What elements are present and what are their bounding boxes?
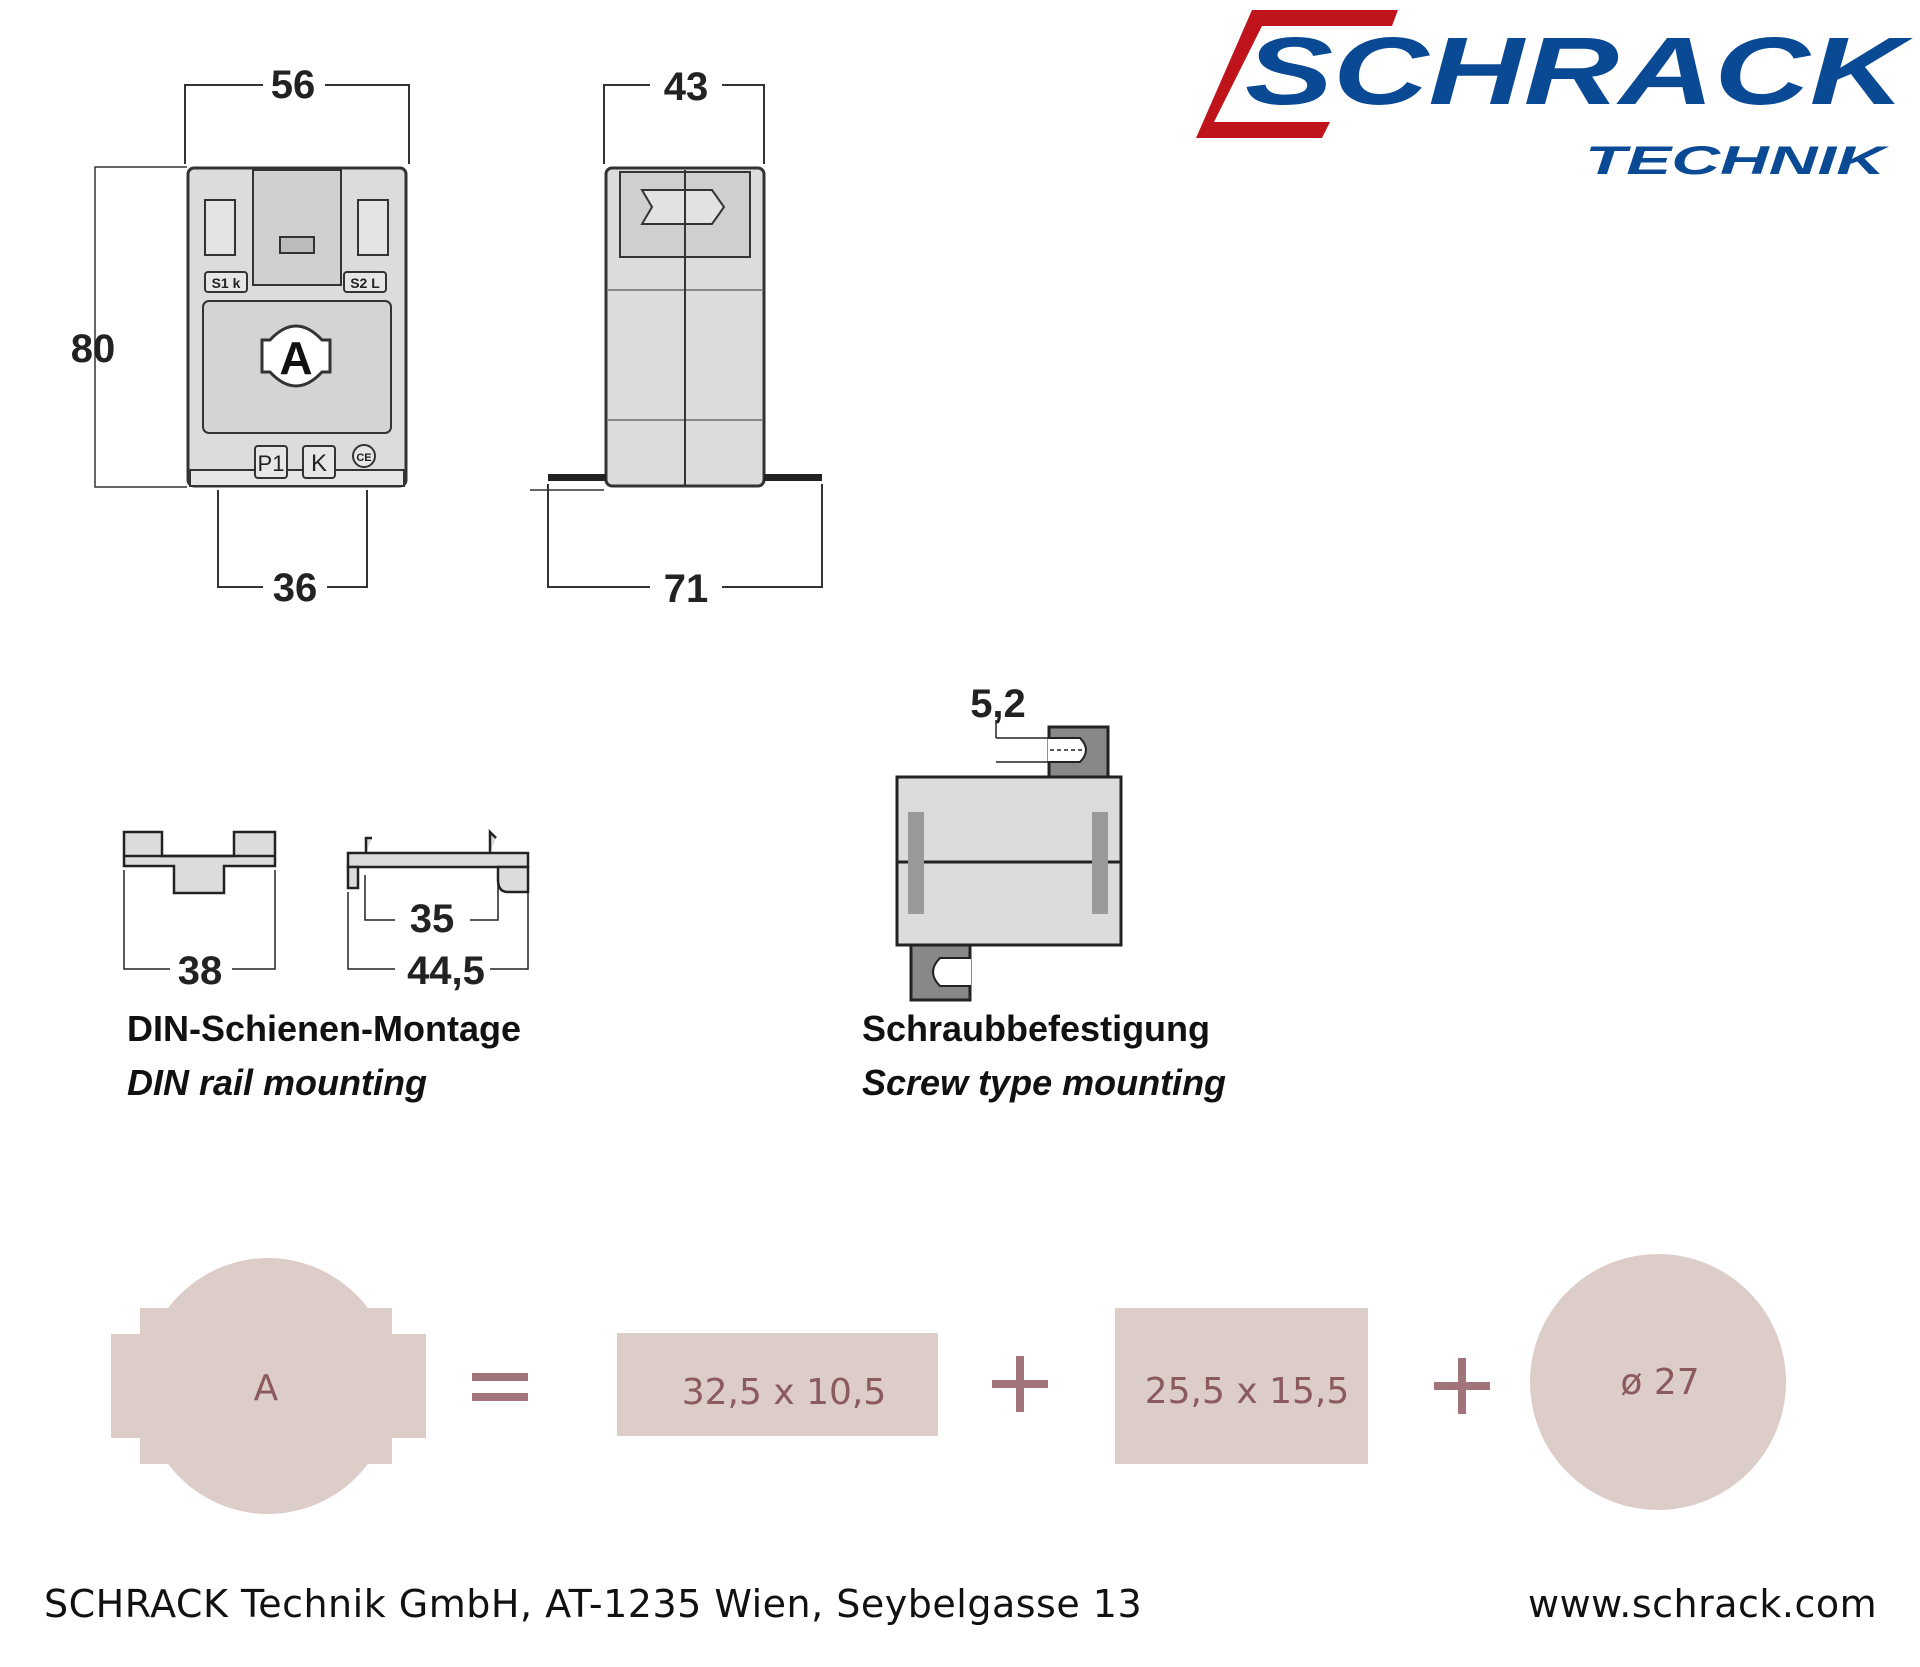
option-3-label: ø 27 bbox=[1620, 1362, 1699, 1403]
din-clip-side bbox=[346, 828, 530, 970]
screw-mount-drawing bbox=[895, 720, 1123, 1002]
option-1-label: 32,5 x 10,5 bbox=[682, 1372, 887, 1413]
plus-sign-2 bbox=[1434, 1358, 1490, 1414]
side-view bbox=[530, 84, 823, 588]
dim-height: 80 bbox=[71, 327, 116, 371]
dim-side-bottom-width: 71 bbox=[664, 567, 709, 611]
schrack-logo: SCHRACK TECHNIK bbox=[1196, 10, 1914, 183]
din-mounting-title-de: DIN-Schienen-Montage bbox=[127, 1008, 522, 1049]
footer-website-link[interactable]: www.schrack.com bbox=[1528, 1582, 1878, 1626]
mark-ce: CE bbox=[356, 452, 371, 464]
mark-k: K bbox=[311, 450, 327, 477]
aperture-shape-a bbox=[111, 1258, 426, 1514]
dim-44-5: 44,5 bbox=[407, 949, 485, 993]
aperture-shape-label: A bbox=[254, 1368, 279, 1409]
terminal-s1: S1 k bbox=[212, 275, 241, 291]
plus-sign-1 bbox=[992, 1356, 1048, 1412]
aperture-label: A bbox=[279, 332, 312, 384]
logo-sub-text: TECHNIK bbox=[1585, 139, 1890, 183]
din-mounting-title-en: DIN rail mounting bbox=[127, 1062, 427, 1103]
screw-mounting-title-de: Schraubbefestigung bbox=[862, 1008, 1211, 1049]
din-clip-front bbox=[122, 830, 277, 970]
screw-mounting-title-en: Screw type mounting bbox=[862, 1062, 1227, 1103]
equals-sign bbox=[472, 1373, 528, 1401]
option-rect-2 bbox=[1115, 1308, 1368, 1464]
terminal-s2: S2 L bbox=[350, 275, 380, 291]
dim-front-bottom-width: 36 bbox=[273, 566, 318, 610]
footer-address: SCHRACK Technik GmbH, AT-1235 Wien, Seyb… bbox=[44, 1582, 1143, 1626]
dim-side-width: 43 bbox=[664, 65, 709, 109]
dim-5-2: 5,2 bbox=[970, 682, 1026, 726]
option-circle bbox=[1530, 1254, 1786, 1510]
dim-38: 38 bbox=[178, 949, 223, 993]
option-2-label: 25,5 x 15,5 bbox=[1145, 1371, 1350, 1412]
front-view bbox=[94, 84, 410, 588]
logo-brand-text: SCHRACK bbox=[1245, 18, 1914, 125]
dim-35: 35 bbox=[410, 897, 455, 941]
mark-p1: P1 bbox=[258, 451, 285, 476]
dim-front-width: 56 bbox=[271, 63, 316, 107]
option-rect-1 bbox=[617, 1333, 938, 1436]
